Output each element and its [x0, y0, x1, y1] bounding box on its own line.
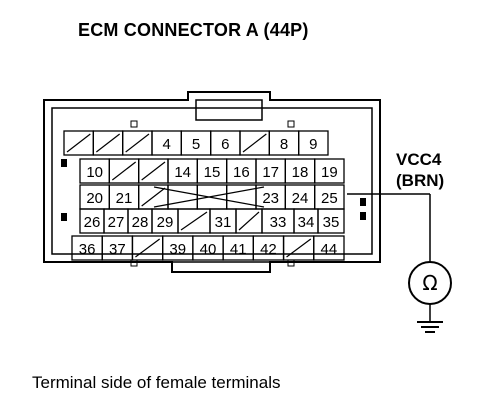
unused-terminal-slash [180, 211, 208, 231]
terminal-label: 36 [79, 241, 96, 258]
diagram-title: ECM CONNECTOR A (44P) [78, 20, 309, 40]
unused-terminal-slash [95, 133, 121, 153]
terminal-label: 40 [200, 241, 217, 258]
terminal-label: 6 [221, 136, 229, 153]
terminal-label: 23 [262, 190, 279, 207]
terminal-label: 9 [309, 136, 317, 153]
terminal-label: 14 [174, 164, 191, 181]
unused-terminal-slash [135, 238, 161, 258]
unused-terminal-slash [242, 133, 267, 153]
terminal-label: 31 [215, 214, 232, 231]
signal-name-label: VCC4 [396, 150, 442, 169]
terminal-label: 16 [233, 164, 250, 181]
terminal-label: 24 [292, 190, 309, 207]
terminal-label: 19 [321, 164, 338, 181]
unused-terminal-slash [111, 161, 137, 181]
terminal-label: 25 [321, 190, 338, 207]
unused-terminal-slash [141, 161, 166, 181]
terminal-cell [317, 208, 345, 234]
terminal-cell [298, 130, 329, 156]
unused-terminal-slash [238, 211, 260, 231]
terminal-cell [314, 158, 345, 184]
terminal-cell [167, 184, 198, 210]
terminal-label: 10 [86, 164, 103, 181]
terminal-label: 39 [169, 241, 186, 258]
terminal-label: 44 [321, 241, 338, 258]
unused-terminal-slash [141, 187, 166, 207]
terminal-label: 42 [260, 241, 277, 258]
wire-color-label: (BRN) [396, 171, 445, 190]
terminal-label: 27 [108, 214, 125, 231]
unused-terminal-slash [153, 186, 265, 208]
terminal-label: 20 [86, 190, 103, 207]
connector-inner-shell [51, 107, 373, 255]
terminal-grid: 4 5 6 8 9 10 14 15 16 17 18 19 20 21 23 24 25 26 27 28 29 31 3… [63, 130, 345, 261]
unused-terminal-slash [286, 238, 312, 258]
unused-terminal-slash [125, 133, 150, 153]
connector-latch [195, 99, 263, 121]
terminal-label: 8 [280, 136, 288, 153]
terminal-label: 5 [192, 136, 200, 153]
terminal-label: 17 [262, 164, 279, 181]
terminal-cell [226, 184, 257, 210]
terminal-label: 34 [298, 214, 315, 231]
terminal-label: 33 [270, 214, 287, 231]
terminal-cell [313, 235, 345, 261]
terminal-label: 29 [157, 214, 174, 231]
terminal-label: 21 [116, 190, 133, 207]
terminal-label: 26 [84, 214, 101, 231]
terminal-label: 4 [162, 136, 170, 153]
terminal-label: 18 [292, 164, 309, 181]
terminal-label: 37 [109, 241, 126, 258]
terminal-label: 41 [230, 241, 247, 258]
ohm-symbol: Ω [422, 271, 437, 295]
terminal-label: 15 [204, 164, 221, 181]
ground-symbol [417, 321, 443, 333]
unused-terminal-slash [66, 133, 91, 153]
terminal-label: 28 [132, 214, 149, 231]
terminal-label: 35 [323, 214, 340, 231]
diagram-caption: Terminal side of female terminals [32, 373, 281, 392]
